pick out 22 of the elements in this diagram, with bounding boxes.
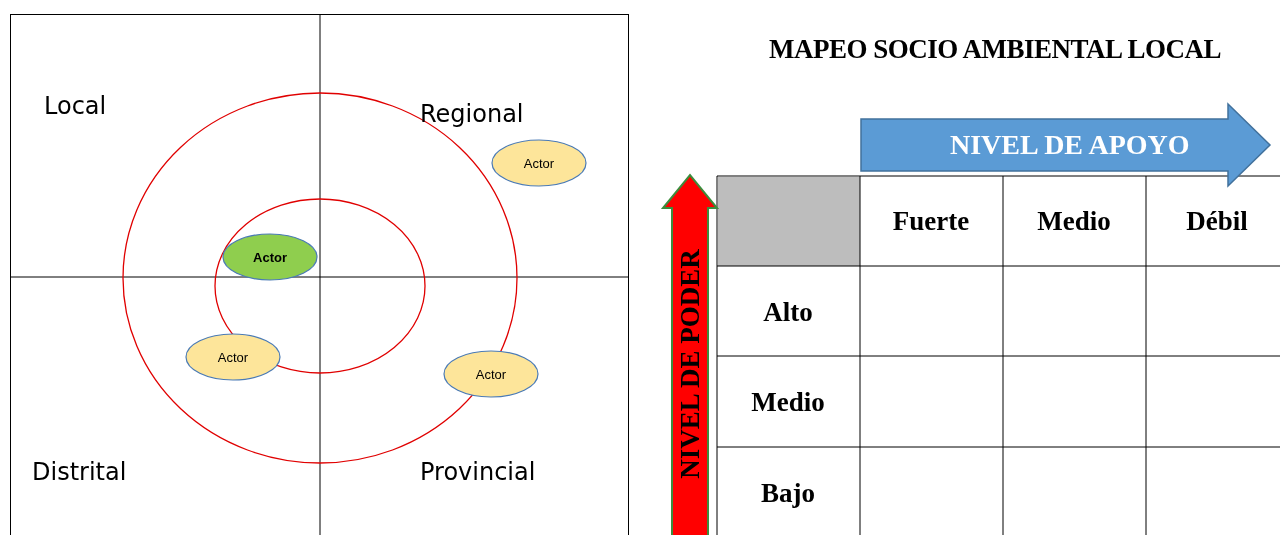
arrow-label: NIVEL DE APOYO [950, 129, 1190, 161]
actor-ellipse [443, 350, 539, 398]
actor-ellipse [185, 333, 281, 381]
actor-ellipse [222, 233, 318, 281]
table-heading: Medio [1037, 205, 1111, 237]
table-heading: Medio [751, 386, 825, 418]
power-level-arrow [662, 174, 718, 535]
actor-label: Actor [253, 249, 287, 265]
actor-ellipse [491, 139, 587, 187]
quadrant-label: Distrital [32, 458, 127, 486]
table-heading: Bajo [761, 477, 815, 509]
table-heading: Alto [763, 296, 813, 328]
quadrant-label: Regional [420, 100, 524, 128]
actor-label: Actor [475, 366, 507, 382]
arrow-label: NIVEL DE PODER [674, 249, 706, 479]
table-heading: Fuerte [892, 205, 970, 237]
diagram-title: MAPEO SOCIO AMBIENTAL LOCAL [768, 34, 1222, 65]
table-heading: Débil [1186, 205, 1248, 237]
quadrant-label: Local [44, 92, 107, 120]
actor-label: Actor [523, 155, 555, 171]
actor-label: Actor [217, 349, 249, 365]
quadrant-label: Provincial [420, 458, 536, 486]
